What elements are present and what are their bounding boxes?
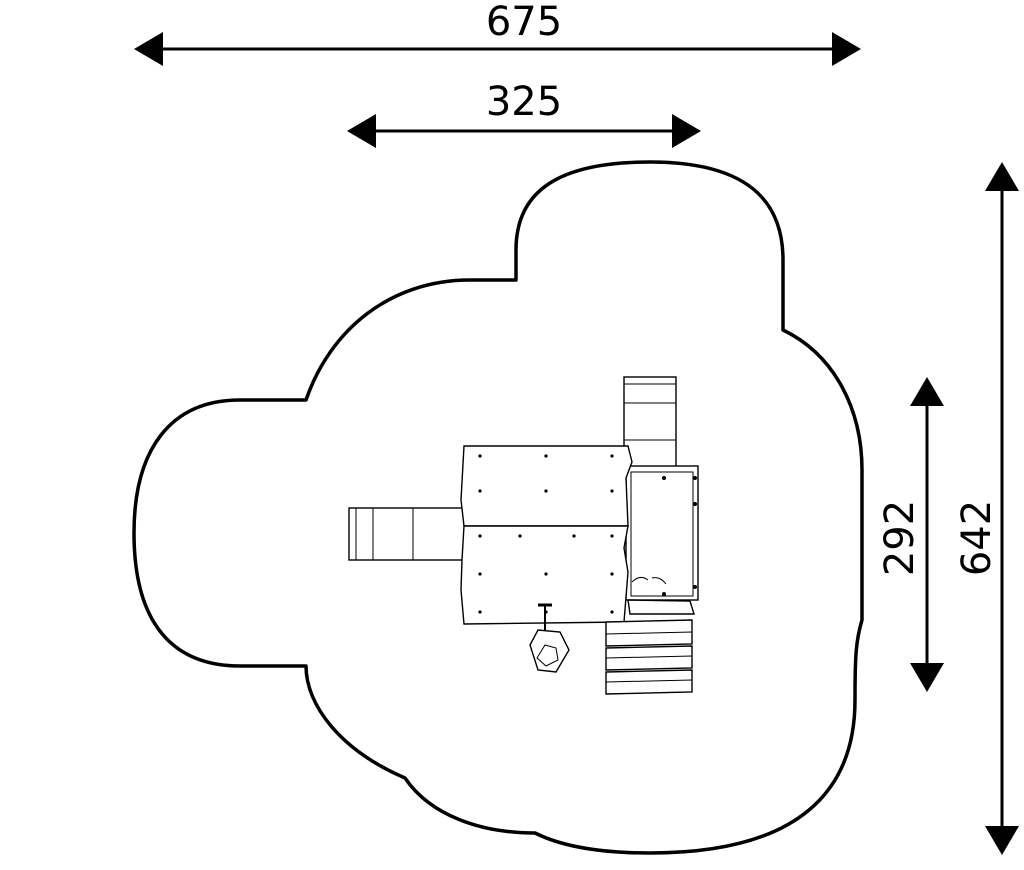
structure-depth-label: 292: [877, 500, 923, 576]
dimension-structure-depth: 292: [877, 377, 944, 692]
top-slide: [623, 376, 677, 470]
stairs: [605, 599, 695, 695]
dimension-overall-depth: 642: [954, 162, 1019, 855]
roof: [460, 445, 633, 625]
safety-zone-outline: [132, 160, 864, 855]
dimension-overall-width: 675: [134, 0, 861, 66]
left-slide: [348, 507, 468, 561]
overall-depth-label: 642: [954, 500, 1000, 576]
climbing-pole: [529, 603, 570, 673]
dimension-structure-width: 325: [347, 79, 701, 148]
structure-width-label: 325: [486, 79, 562, 125]
platform: [625, 465, 699, 601]
overall-width-label: 675: [486, 0, 562, 45]
